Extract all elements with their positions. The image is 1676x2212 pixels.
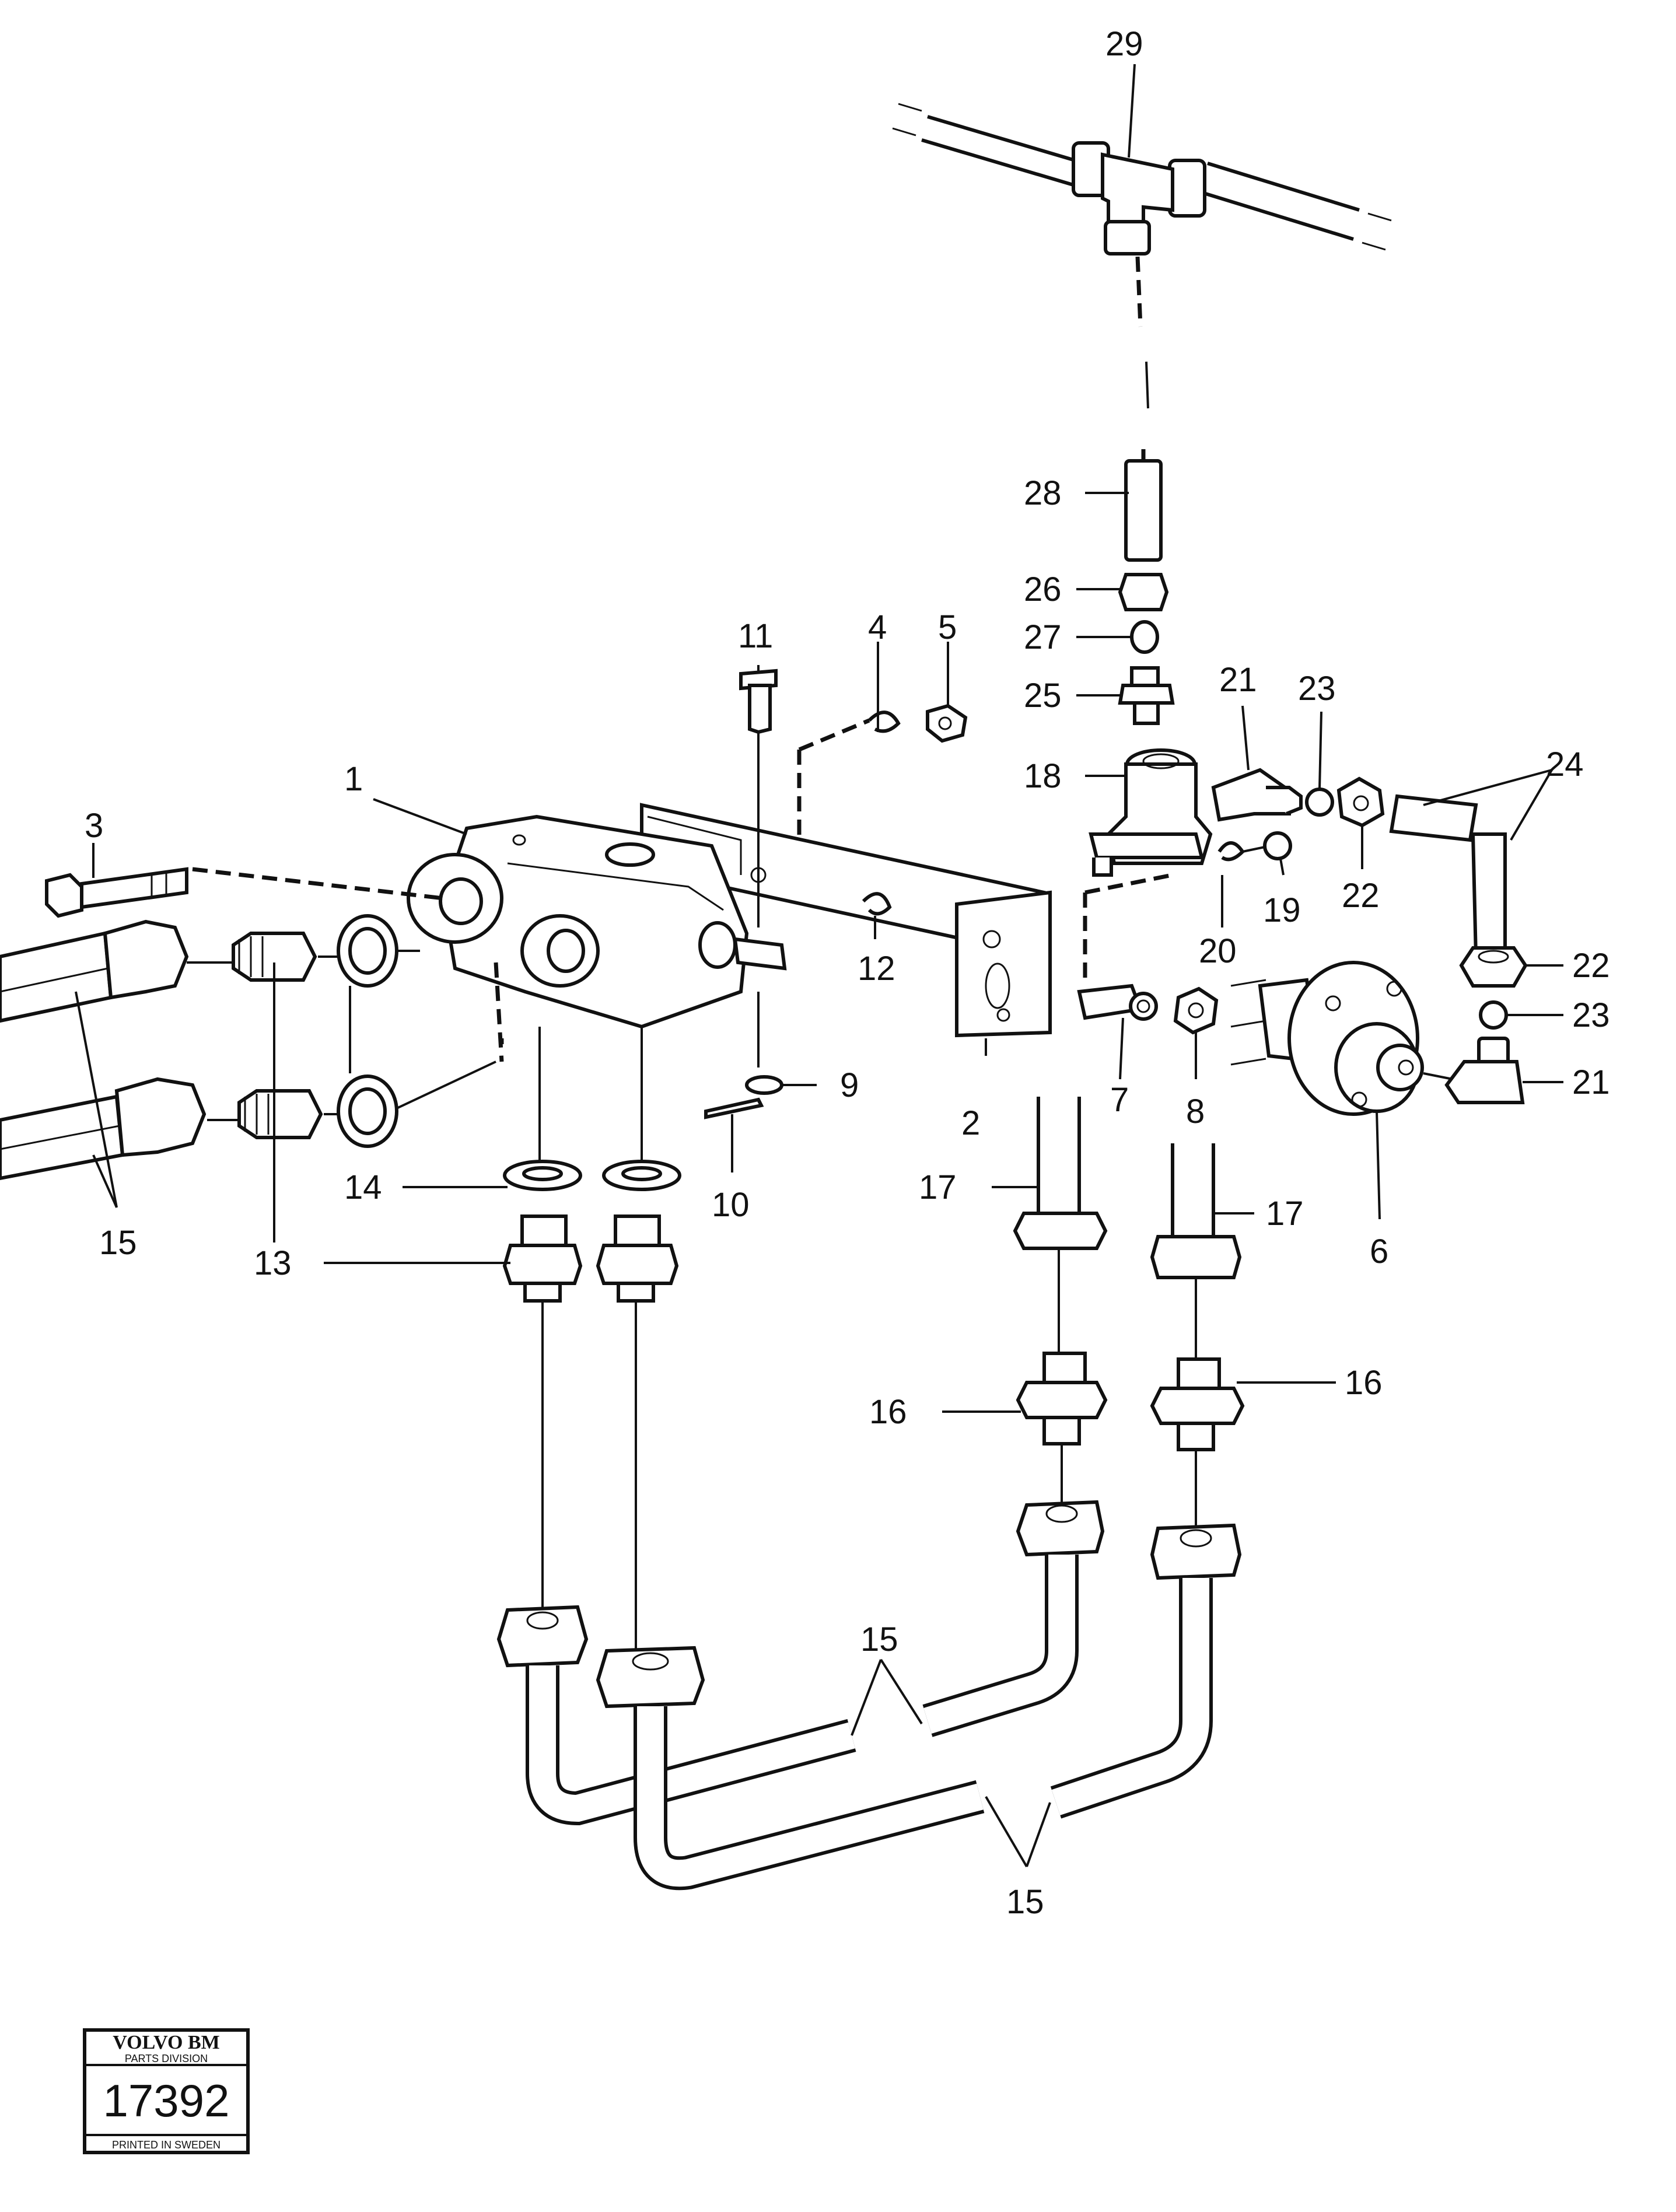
valve-block-1 (407, 803, 1052, 1038)
hose-24 (1389, 769, 1553, 958)
stamp-brand: VOLVO BM (113, 2032, 219, 2053)
bracket-2 (647, 816, 987, 1056)
label-17-left: 17 (919, 1168, 957, 1206)
label-14: 14 (344, 1168, 382, 1206)
label-11: 11 (738, 617, 773, 655)
sleeve-23-right (1479, 1000, 1508, 1030)
washer-14-bottom-right (602, 1160, 681, 1191)
label-29: 29 (1105, 25, 1143, 63)
hose-15-bottom-left-pair (496, 1605, 985, 1891)
label-15-middle: 15 (860, 1620, 898, 1658)
label-6: 6 (1370, 1233, 1388, 1270)
label-27: 27 (1024, 618, 1062, 656)
label-9: 9 (840, 1066, 859, 1104)
label-16-left: 16 (869, 1393, 907, 1431)
label-25: 25 (1024, 677, 1062, 715)
label-15-left: 15 (99, 1224, 137, 1262)
sleeve-27 (1130, 620, 1159, 654)
pin-11 (739, 668, 778, 1068)
nut-26 (1118, 573, 1169, 611)
label-12: 12 (858, 950, 895, 988)
nipple-13-upper (232, 932, 344, 982)
clip-20 (1217, 841, 1245, 862)
washer-14-lower (337, 1060, 496, 1148)
clip-4 (867, 710, 901, 733)
hose-15-lower-left (0, 1077, 239, 1181)
label-22-top: 22 (1342, 877, 1380, 915)
label-18: 18 (1024, 757, 1062, 795)
cylinder-6 (1230, 961, 1453, 1116)
nut-22-right (1459, 946, 1528, 988)
sleeve-23-top (1305, 788, 1334, 817)
label-21-right: 21 (1572, 1063, 1610, 1101)
label-23-right: 23 (1572, 996, 1610, 1034)
nipple-25 (1118, 666, 1175, 725)
nut-5 (926, 704, 968, 743)
label-1: 1 (344, 760, 363, 798)
label-13: 13 (254, 1244, 292, 1282)
label-17-right: 17 (1266, 1195, 1304, 1233)
nut-22-top (1336, 776, 1385, 828)
valve-18 (1089, 748, 1213, 877)
bolt-3 (45, 867, 188, 918)
washer-14-upper (337, 914, 420, 988)
nipple-13-bottom-left (502, 1214, 583, 1610)
label-4: 4 (868, 608, 887, 646)
label-22-right: 22 (1572, 947, 1610, 985)
part-labels: 29 28 26 27 25 18 21 23 24 22 19 20 22 2… (85, 25, 1610, 1921)
label-7: 7 (1110, 1081, 1129, 1119)
label-23-top: 23 (1298, 670, 1336, 708)
label-10: 10 (712, 1186, 750, 1224)
nipple-13-bottom-right (596, 1214, 679, 1651)
label-2: 2 (961, 1104, 980, 1142)
nipple-16-right (1150, 1357, 1245, 1528)
elbow-21-right (1444, 1037, 1525, 1104)
label-26: 26 (1024, 570, 1062, 608)
nipple-13-lower (237, 1089, 344, 1139)
label-8: 8 (1186, 1093, 1205, 1130)
stamp-number: 17392 (103, 2075, 230, 2126)
volvo-bm-stamp: VOLVO BM PARTS DIVISION 17392 PRINTED IN… (83, 2028, 250, 2154)
stamp-division: PARTS DIVISION (125, 2053, 208, 2064)
label-3: 3 (85, 807, 103, 845)
tube-28 (1124, 449, 1163, 562)
stamp-footer: PRINTED IN SWEDEN (112, 2139, 221, 2151)
nut-8 (1173, 986, 1219, 1035)
label-20: 20 (1199, 932, 1237, 970)
pipe-17-right (1150, 1143, 1242, 1359)
label-5: 5 (938, 608, 957, 646)
pipe-17-left (1013, 1097, 1108, 1353)
washer-9 (745, 1075, 783, 1095)
label-19: 19 (1263, 891, 1301, 929)
label-15-bottom: 15 (1006, 1883, 1044, 1921)
label-28: 28 (1024, 474, 1062, 512)
hose-15-upper-left (0, 919, 233, 1023)
hose-15-bottom-right-pair (922, 1500, 1242, 1819)
label-24: 24 (1546, 746, 1584, 783)
label-21-top: 21 (1219, 661, 1257, 699)
label-16-right: 16 (1345, 1364, 1383, 1402)
screw-19 (1242, 831, 1292, 860)
washer-14-bottom-left (503, 1160, 582, 1191)
tee-fitting-29 (892, 103, 1392, 409)
elbow-21-top (1211, 768, 1303, 822)
nipple-16-left (1016, 1352, 1108, 1505)
cotter-pin-10 (704, 1097, 764, 1119)
clip-12 (862, 892, 892, 916)
fitting-7 (1077, 984, 1158, 1021)
leader-lines (75, 64, 1563, 1868)
